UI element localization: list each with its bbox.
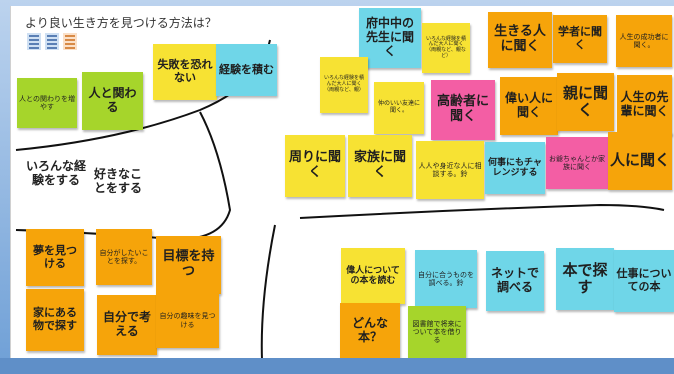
taskbar <box>0 358 674 374</box>
note-n17[interactable]: 家族に聞く <box>348 135 412 197</box>
note-n28[interactable]: 偉人についての本を読む <box>341 248 405 304</box>
freetext-f1[interactable]: いろんな経験をする <box>26 159 87 187</box>
thumbnail-3[interactable] <box>63 33 77 50</box>
note-n33[interactable]: どんな本？ <box>340 303 400 359</box>
note-n23[interactable]: 自分がしたいことを探す。 <box>96 229 152 285</box>
note-n13[interactable]: 偉い人に聞く <box>500 77 558 135</box>
note-n19[interactable]: 何事にもチャレンジする <box>485 142 545 194</box>
note-n27[interactable]: 自分の趣味を見つける <box>156 293 219 348</box>
note-n16[interactable]: 周りに聞く <box>285 135 345 197</box>
note-n11[interactable]: 仲のいい友達に聞く。 <box>374 82 424 134</box>
note-n30[interactable]: ネットで調べる <box>486 251 544 311</box>
note-n10[interactable]: いろんな経験を積んだ大人に聞く（両親など、親） <box>320 57 368 113</box>
note-n12[interactable]: 高齢者に聞く <box>431 80 495 140</box>
note-n24[interactable]: 目標を持つ <box>156 236 221 294</box>
board-title: より良い生き方を見つける方法は？ <box>25 16 217 30</box>
note-n29[interactable]: 自分に合うものを調べる。鈴 <box>415 250 477 308</box>
note-n25[interactable]: 家にある物で探す <box>26 289 84 351</box>
freetext-f2[interactable]: 好きなことをする <box>94 167 143 195</box>
note-n09[interactable]: 人生の成功者に聞く。 <box>616 15 672 67</box>
note-n32[interactable]: 仕事についての本 <box>614 250 674 312</box>
note-n15[interactable]: 人生の先輩に聞く <box>617 75 672 135</box>
note-n20[interactable]: お爺ちゃんとか家族に聞く <box>546 137 608 189</box>
note-n07[interactable]: 生きる人に聞く <box>488 12 552 68</box>
note-n04[interactable]: 人と関わる <box>82 72 143 130</box>
note-n26[interactable]: 自分で考える <box>97 295 157 355</box>
note-n01[interactable]: 失敗を恐れない <box>153 44 217 100</box>
note-n22[interactable]: 夢を見つける <box>26 229 84 286</box>
thumbnail-1[interactable] <box>27 33 41 50</box>
note-n31[interactable]: 本で探す <box>556 248 614 310</box>
note-n05[interactable]: 府中中の先生に聞く <box>359 8 421 68</box>
thumbnail-2[interactable] <box>45 33 59 50</box>
note-n08[interactable]: 学者に聞く <box>553 15 607 63</box>
note-n03[interactable]: 人との関わりを増やす <box>17 78 77 128</box>
note-n14[interactable]: 親に聞く <box>557 73 614 131</box>
note-n21[interactable]: 人に聞く <box>608 132 672 190</box>
note-n06[interactable]: いろんな経験を積んだ大人に聞く（両親など、親など） <box>422 23 470 73</box>
note-n34[interactable]: 図書館で将来について本を借りる <box>408 306 466 358</box>
note-n18[interactable]: 人人や身近な人に相談する。鈴 <box>416 141 484 199</box>
note-n02[interactable]: 経験を積む <box>216 44 277 96</box>
